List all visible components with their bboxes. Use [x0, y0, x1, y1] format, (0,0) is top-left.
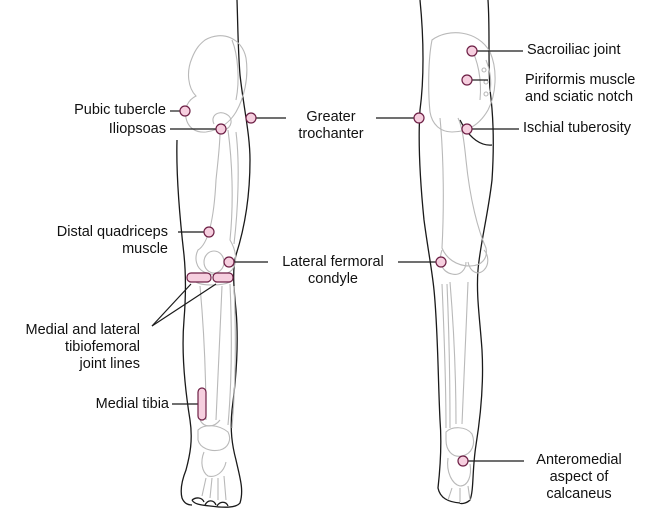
posterior-ankle-bones — [445, 427, 475, 487]
posterior-femur-condyles — [439, 249, 489, 275]
marker-distal-quadriceps — [203, 226, 215, 238]
leader-medial-joint-line — [151, 283, 192, 327]
marker-sacroiliac-joint — [466, 45, 478, 57]
label-ischial-tuberosity: Ischial tuberosity — [523, 120, 631, 136]
label-greater-trochanter-line-2: trochanter — [298, 126, 364, 142]
posterior-sacral-foramen-1 — [481, 67, 487, 73]
anterior-leg-outline-medial — [176, 139, 193, 506]
label-joint-lines: Medial and lateral tibiofemoral joint li… — [26, 322, 140, 373]
anterior-femur — [195, 129, 237, 276]
label-distal-quadriceps-line-2: muscle — [122, 241, 168, 257]
anterior-fibula — [227, 283, 236, 429]
anterior-ankle-bones — [197, 425, 231, 477]
label-calcaneus-line-2: aspect of — [549, 469, 609, 485]
marker-pubic-tubercle — [179, 105, 191, 117]
label-sacroiliac-joint: Sacroiliac joint — [527, 42, 621, 58]
marker-greater-trochanter-posterior — [413, 112, 425, 124]
marker-lateral-femoral-condyle-posterior — [435, 256, 447, 268]
anterior-femur-shaft-line — [233, 131, 239, 245]
anterior-leg-outline-lateral — [191, 0, 251, 508]
posterior-fibula — [441, 283, 451, 429]
marker-greater-trochanter-anterior — [245, 112, 257, 124]
marker-iliopsoas — [215, 123, 227, 135]
anterior-femur-head — [212, 112, 232, 131]
anterior-foot-bones — [201, 475, 227, 501]
marker-piriformis — [461, 74, 473, 86]
label-calcaneus: Anteromedial aspect of calcaneus — [524, 452, 634, 503]
anterior-tibia — [195, 281, 231, 427]
marker-calcaneus — [457, 455, 469, 467]
label-piriformis-line-2: and sciatic notch — [525, 89, 634, 105]
anterior-leg — [176, 0, 251, 508]
label-piriformis: Piriformis muscle and sciatic notch — [525, 72, 635, 106]
label-calcaneus-line-3: calcaneus — [546, 486, 612, 502]
label-joint-lines-line-3: joint lines — [79, 356, 140, 372]
label-iliopsoas: Iliopsoas — [108, 121, 166, 137]
anterior-patella — [203, 250, 225, 274]
label-distal-quadriceps: Distal quadriceps muscle — [57, 224, 168, 258]
marker-lateral-joint-line — [212, 272, 234, 283]
marker-medial-tibia — [197, 387, 207, 421]
leader-lateral-joint-line — [151, 283, 217, 327]
marker-lateral-femoral-condyle-anterior — [223, 256, 235, 268]
posterior-leg-outline-lateral — [418, 0, 461, 504]
label-lateral-femoral-condyle: Lateral fermoral condyle — [268, 254, 398, 288]
anterior-toes — [191, 497, 229, 507]
posterior-sacral-foramen-3 — [483, 91, 489, 97]
label-piriformis-line-1: Piriformis muscle — [525, 72, 636, 88]
marker-medial-joint-line — [186, 272, 212, 283]
posterior-gluteal-fold — [459, 119, 493, 146]
posterior-foot-bones — [447, 485, 471, 502]
posterior-femur — [439, 117, 487, 267]
posterior-leg — [418, 0, 496, 505]
label-medial-tibia: Medial tibia — [95, 396, 169, 412]
label-distal-quadriceps-line-1: Distal quadriceps — [56, 224, 168, 240]
label-greater-trochanter: Greater trochanter — [284, 109, 378, 143]
label-lateral-femoral-condyle-line-1: Lateral fermoral — [282, 254, 384, 270]
label-joint-lines-line-1: Medial and lateral — [25, 322, 140, 338]
posterior-tibia — [449, 281, 469, 425]
label-greater-trochanter-line-1: Greater — [306, 109, 356, 125]
label-lateral-femoral-condyle-line-2: condyle — [308, 271, 358, 287]
posterior-pelvis — [428, 32, 496, 133]
markers — [179, 45, 478, 467]
label-joint-lines-line-2: tibiofemoral — [65, 339, 140, 355]
marker-ischial-tuberosity — [461, 123, 473, 135]
anterior-sacrum — [231, 39, 239, 101]
leader-lines — [151, 50, 524, 462]
label-pubic-tubercle: Pubic tubercle — [74, 102, 166, 118]
label-calcaneus-line-1: Anteromedial — [536, 452, 622, 468]
